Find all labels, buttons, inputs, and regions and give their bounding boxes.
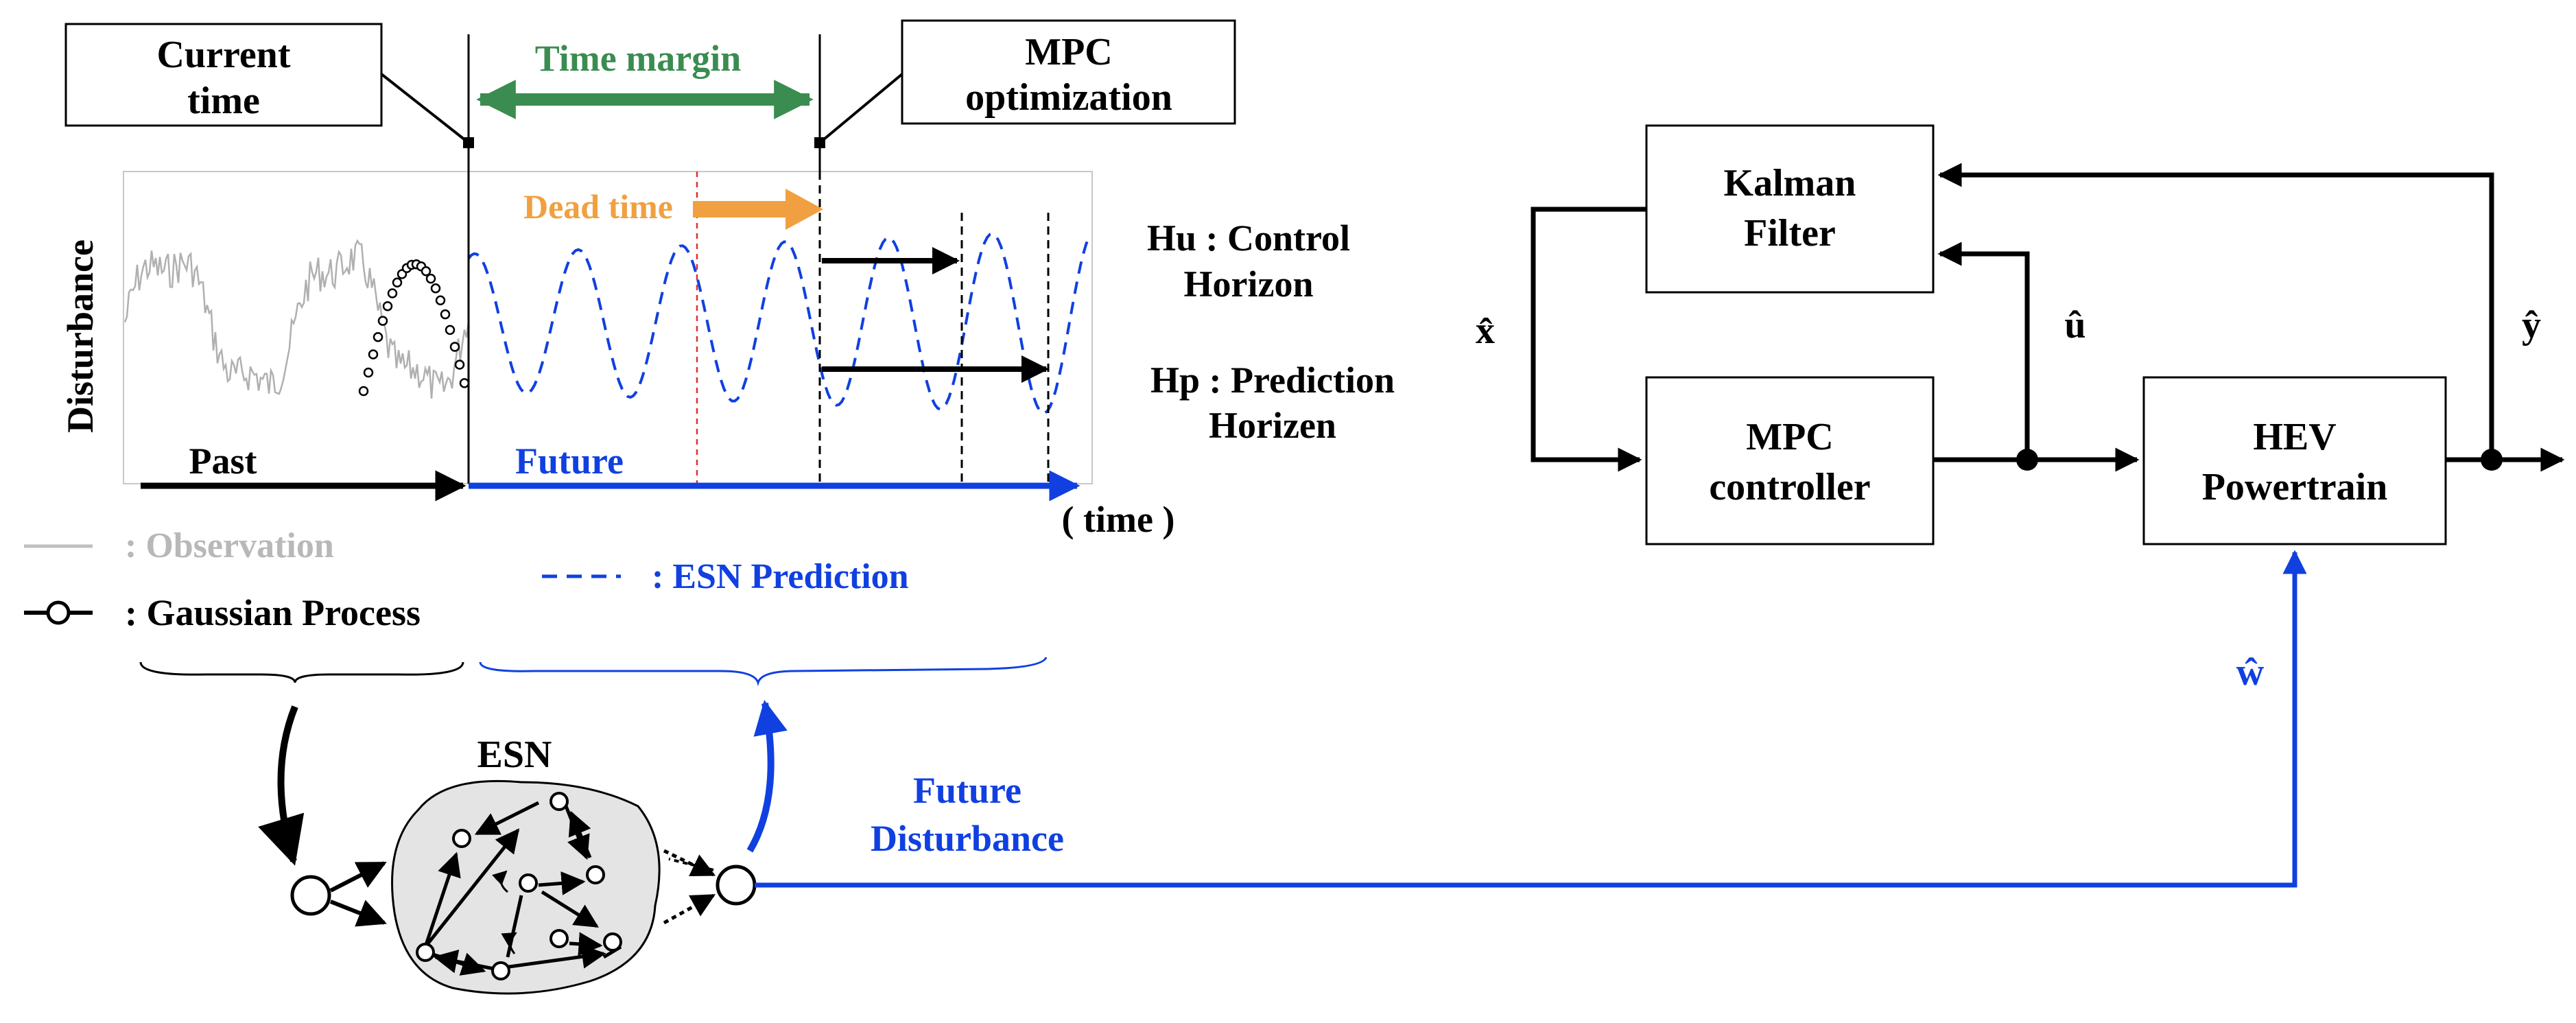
esn-prediction-signal <box>467 232 1090 415</box>
past-label: Past <box>189 440 257 482</box>
time-axis-label: ( time ) <box>1062 499 1175 540</box>
input-edge-upper <box>329 861 387 893</box>
esn-title: ESN <box>477 733 552 776</box>
mpc-optimization-label-2: optimization <box>965 76 1172 119</box>
current-time-label-2: time <box>187 80 260 122</box>
future-brace <box>479 657 1048 687</box>
gaussian-process-signal <box>358 259 470 397</box>
u-branch-junction <box>2016 449 2038 471</box>
mpc-controller-label-1: MPC <box>1746 416 1834 458</box>
mpc-controller-label-2: controller <box>1709 466 1870 508</box>
w-hat-signal-line <box>755 550 2307 888</box>
reservoir-nodes <box>416 792 622 980</box>
hev-powertrain-label-1: HEV <box>2253 416 2336 458</box>
legend-gp-circle <box>46 600 71 625</box>
input-edge-lower <box>329 899 387 927</box>
y-hat-label: ŷ <box>2522 304 2541 346</box>
current-time-box <box>64 23 383 127</box>
kalman-filter-label-2: Filter <box>1744 212 1836 255</box>
current-time-leader <box>380 73 470 144</box>
past-to-input-arrow <box>258 705 305 866</box>
x-hat-label: x̂ <box>1476 309 1495 352</box>
mpc-optimization-leader <box>818 73 903 144</box>
hev-powertrain-label-2: Powertrain <box>2202 466 2388 508</box>
output-edge-upper <box>663 849 716 877</box>
output-to-future-arrow <box>746 700 788 853</box>
mpc-optimization-marker <box>814 137 825 148</box>
esn-input-node <box>290 875 331 916</box>
kalman-filter-block <box>1645 124 1935 294</box>
y-branch-junction <box>2481 449 2503 471</box>
legend-esn-label: : ESN Prediction <box>652 557 909 596</box>
legend-observation-label: : Observation <box>125 526 334 565</box>
hev-powertrain-block <box>2142 376 2447 545</box>
future-label: Future <box>515 440 624 482</box>
dead-time-label: Dead time <box>523 187 673 226</box>
past-brace <box>139 661 464 683</box>
legend-gp-label: : Gaussian Process <box>125 592 421 633</box>
hu-label-1: Hu : Control <box>1147 217 1350 259</box>
mpc-controller-block <box>1645 376 1935 545</box>
mpc-optimization-box <box>901 19 1236 125</box>
x-hat-signal-line <box>1531 207 1646 472</box>
u-hat-feedback-line <box>1937 242 2030 460</box>
output-edge-lower <box>663 893 716 925</box>
esn-output-node <box>716 865 757 906</box>
reservoir-self-loops <box>492 870 517 954</box>
future-disturbance-label-1: Future <box>913 770 1021 811</box>
reservoir-edges <box>423 801 622 976</box>
w-hat-label: ŵ <box>2236 651 2265 694</box>
disturbance-axis-label: Disturbance <box>60 239 101 433</box>
hp-label-1: Hp : Prediction <box>1150 360 1395 401</box>
dead-time-arrowhead <box>785 189 823 230</box>
current-time-label-1: Current <box>157 34 291 76</box>
output-edge-feedback <box>668 858 714 871</box>
time-margin-label: Time margin <box>535 38 741 79</box>
current-time-marker <box>463 137 474 148</box>
future-disturbance-label-2: Disturbance <box>871 818 1064 859</box>
kalman-filter-label-1: Kalman <box>1724 162 1856 204</box>
hp-label-2: Horizen <box>1209 405 1336 446</box>
observation-signal <box>123 239 470 399</box>
u-hat-label: û <box>2064 304 2085 346</box>
mpc-optimization-label-1: MPC <box>1025 31 1113 73</box>
hu-label-2: Horizon <box>1184 263 1314 305</box>
y-hat-feedback-line <box>1937 163 2494 460</box>
